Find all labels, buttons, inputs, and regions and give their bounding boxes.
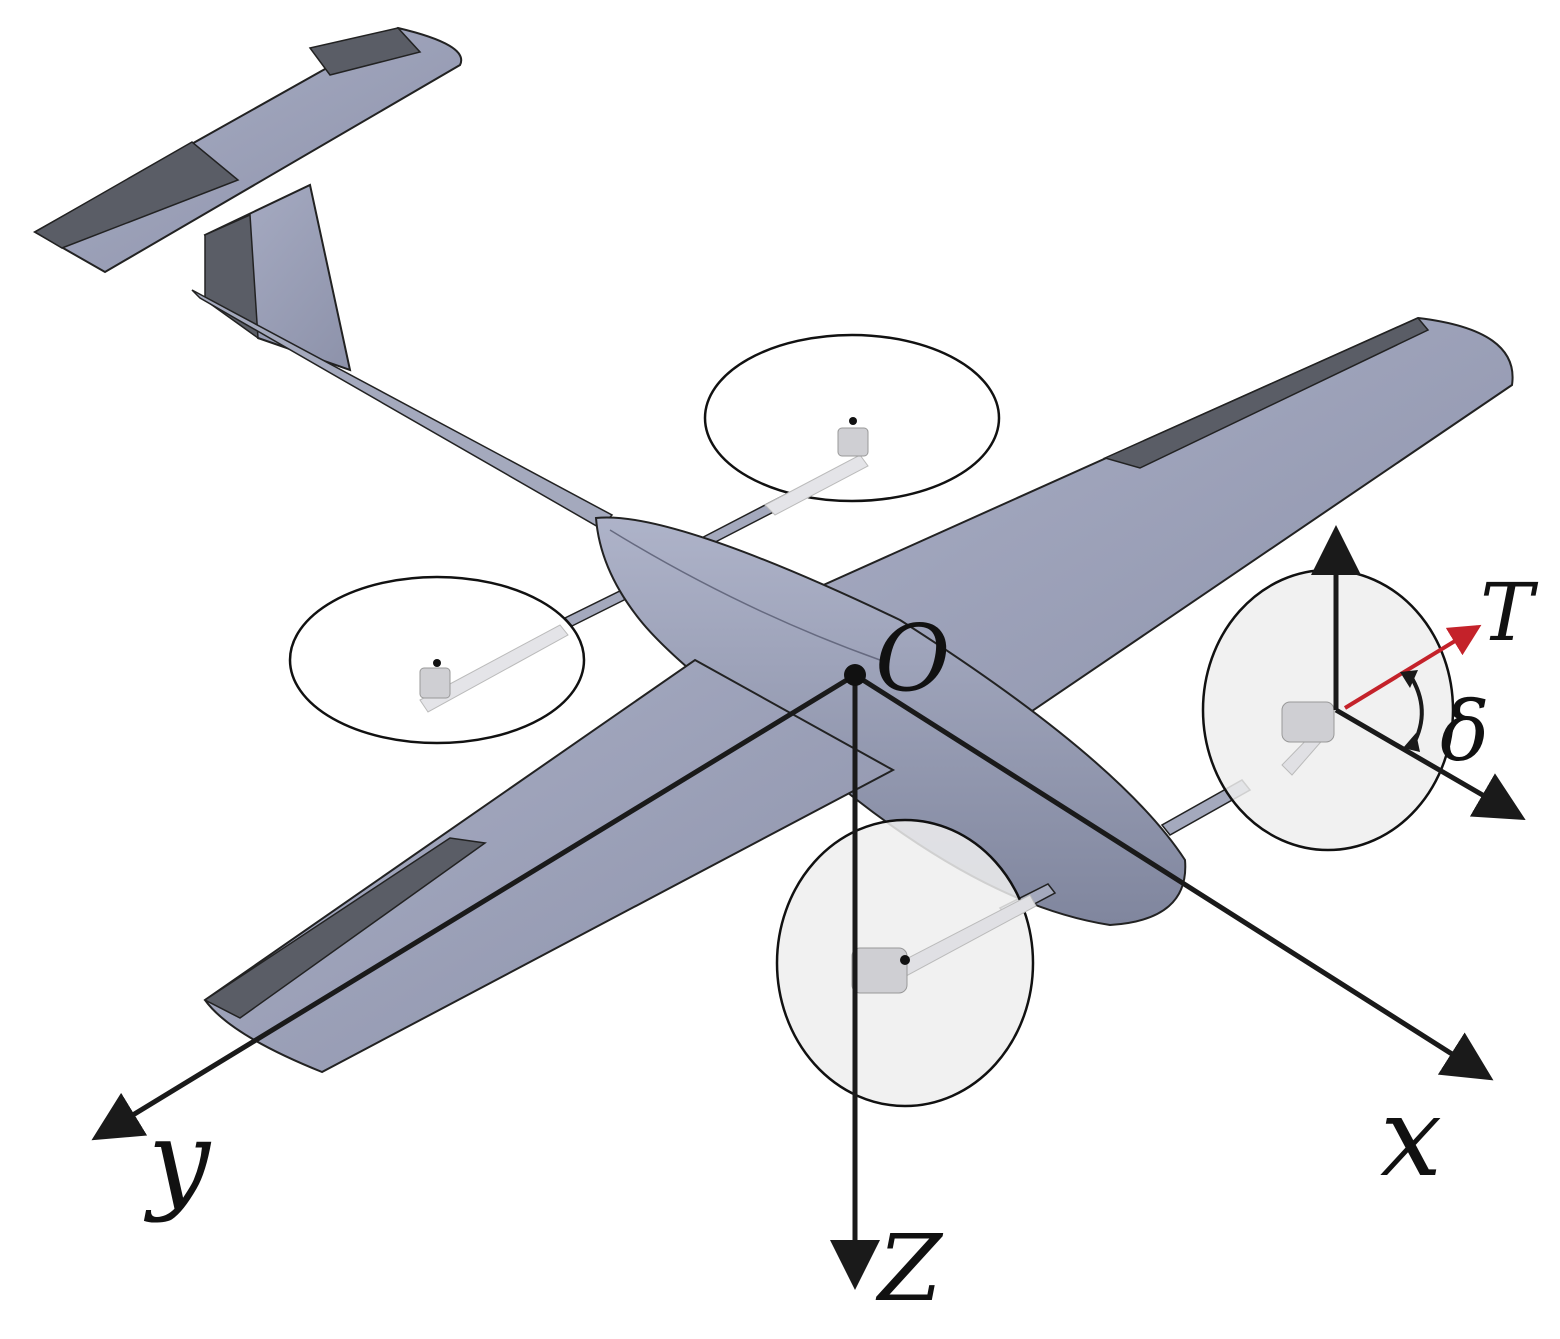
body-axes bbox=[91, 664, 1494, 1290]
origin-point bbox=[844, 664, 866, 686]
rotor-disk-rear-right bbox=[703, 333, 1001, 516]
rotor-frame bbox=[1311, 525, 1526, 821]
thrust-vector-arrow bbox=[1343, 624, 1482, 710]
tilt-angle-label: δ bbox=[1440, 685, 1489, 780]
y-axis-arrow bbox=[91, 672, 857, 1141]
main-wing-right bbox=[788, 316, 1514, 762]
x-axis-label: x bbox=[1380, 1073, 1442, 1201]
rotor-disk-front-right bbox=[1201, 568, 1455, 852]
rotor-horizontal-axis bbox=[1334, 707, 1526, 821]
thrust-label: T bbox=[1480, 566, 1539, 659]
tail-boom bbox=[191, 289, 614, 529]
rotor-disk-rear-left bbox=[288, 575, 586, 745]
horizontal-stabilizer bbox=[32, 26, 463, 274]
y-axis-label: y bbox=[143, 1096, 212, 1224]
rotor-disk-front-left bbox=[775, 818, 1037, 1108]
vertical-stabilizer bbox=[203, 183, 352, 372]
origin-label: O bbox=[875, 605, 950, 712]
z-axis-label: Z bbox=[875, 1215, 944, 1322]
fuselage bbox=[594, 516, 1187, 927]
x-axis-arrow bbox=[853, 672, 1494, 1081]
